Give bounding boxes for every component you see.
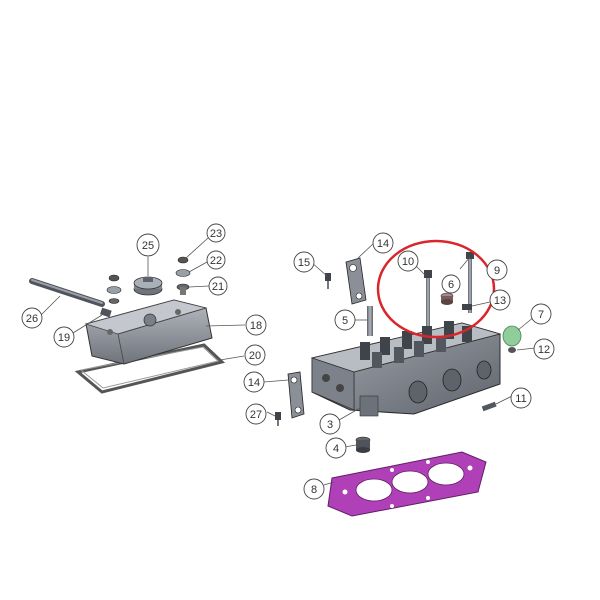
svg-text:27: 27 <box>250 409 262 421</box>
valve-cover-assembly <box>29 256 226 394</box>
nut-washer-stack <box>175 256 191 295</box>
svg-text:19: 19 <box>58 332 70 344</box>
svg-text:26: 26 <box>26 313 38 325</box>
bolt-13 <box>462 304 472 310</box>
svg-text:20: 20 <box>249 350 261 362</box>
callout-3: 3 <box>319 413 341 435</box>
svg-text:21: 21 <box>212 281 224 293</box>
callout-19: 19 <box>53 326 75 348</box>
bolt-27 <box>275 412 281 426</box>
svg-text:9: 9 <box>494 265 500 277</box>
callout-8: 8 <box>303 478 325 500</box>
callout-9: 9 <box>486 259 508 281</box>
head-bolt-10 <box>424 270 432 326</box>
breather-pipe <box>29 278 105 307</box>
callout-13: 13 <box>489 289 511 311</box>
callout-27: 27 <box>245 403 267 425</box>
callout-12: 12 <box>533 338 555 360</box>
callout-14-top: 14 <box>372 232 394 254</box>
svg-text:3: 3 <box>327 419 333 431</box>
callout-14-lower: 14 <box>243 371 265 393</box>
svg-text:7: 7 <box>538 309 544 321</box>
callout-5: 5 <box>334 309 356 331</box>
callout-20: 20 <box>244 344 266 366</box>
cap-7 <box>502 325 522 347</box>
lifting-bracket-top <box>345 257 367 305</box>
valve-cover-gasket <box>74 343 226 394</box>
highlight-circle <box>376 239 496 339</box>
svg-text:6: 6 <box>448 279 454 291</box>
svg-text:11: 11 <box>515 393 526 405</box>
svg-text:10: 10 <box>402 256 414 268</box>
callout-18: 18 <box>245 314 267 336</box>
svg-text:15: 15 <box>298 257 310 269</box>
svg-text:25: 25 <box>142 240 154 252</box>
callout-15: 15 <box>293 251 315 273</box>
callout-4: 4 <box>325 437 347 459</box>
head-bolt-9 <box>466 252 474 313</box>
callout-11: 11 <box>510 387 532 409</box>
valve-springs <box>360 321 472 368</box>
svg-text:22: 22 <box>210 255 222 267</box>
svg-text:4: 4 <box>333 443 339 455</box>
svg-text:14: 14 <box>248 377 260 389</box>
callout-22: 22 <box>206 250 226 270</box>
bolt-15 <box>325 273 331 289</box>
callout-26: 26 <box>21 307 43 329</box>
callout-10: 10 <box>397 250 419 272</box>
svg-text:23: 23 <box>210 228 222 240</box>
svg-text:18: 18 <box>250 320 262 332</box>
leader-lines <box>39 237 536 486</box>
svg-text:14: 14 <box>377 238 389 250</box>
stud-5 <box>367 306 373 336</box>
breather-fitting <box>100 307 112 318</box>
callout-23: 23 <box>206 223 226 243</box>
svg-text:5: 5 <box>342 315 348 327</box>
cylinder-head-assembly <box>310 321 502 417</box>
head-gasket <box>327 451 487 517</box>
svg-text:8: 8 <box>311 484 317 496</box>
nut-washer-stack-left <box>106 274 122 304</box>
callout-7: 7 <box>530 303 552 325</box>
svg-text:12: 12 <box>538 344 550 356</box>
bolt-11 <box>481 401 497 412</box>
oil-filler-cap <box>133 276 163 296</box>
svg-text:13: 13 <box>494 295 506 307</box>
callout-25: 25 <box>136 233 160 257</box>
plug-12 <box>508 347 516 353</box>
sleeve-4 <box>355 436 371 453</box>
callout-21: 21 <box>208 276 228 296</box>
lifting-bracket-lower <box>287 371 305 419</box>
spacer-6 <box>440 292 454 305</box>
callout-6: 6 <box>441 274 461 294</box>
